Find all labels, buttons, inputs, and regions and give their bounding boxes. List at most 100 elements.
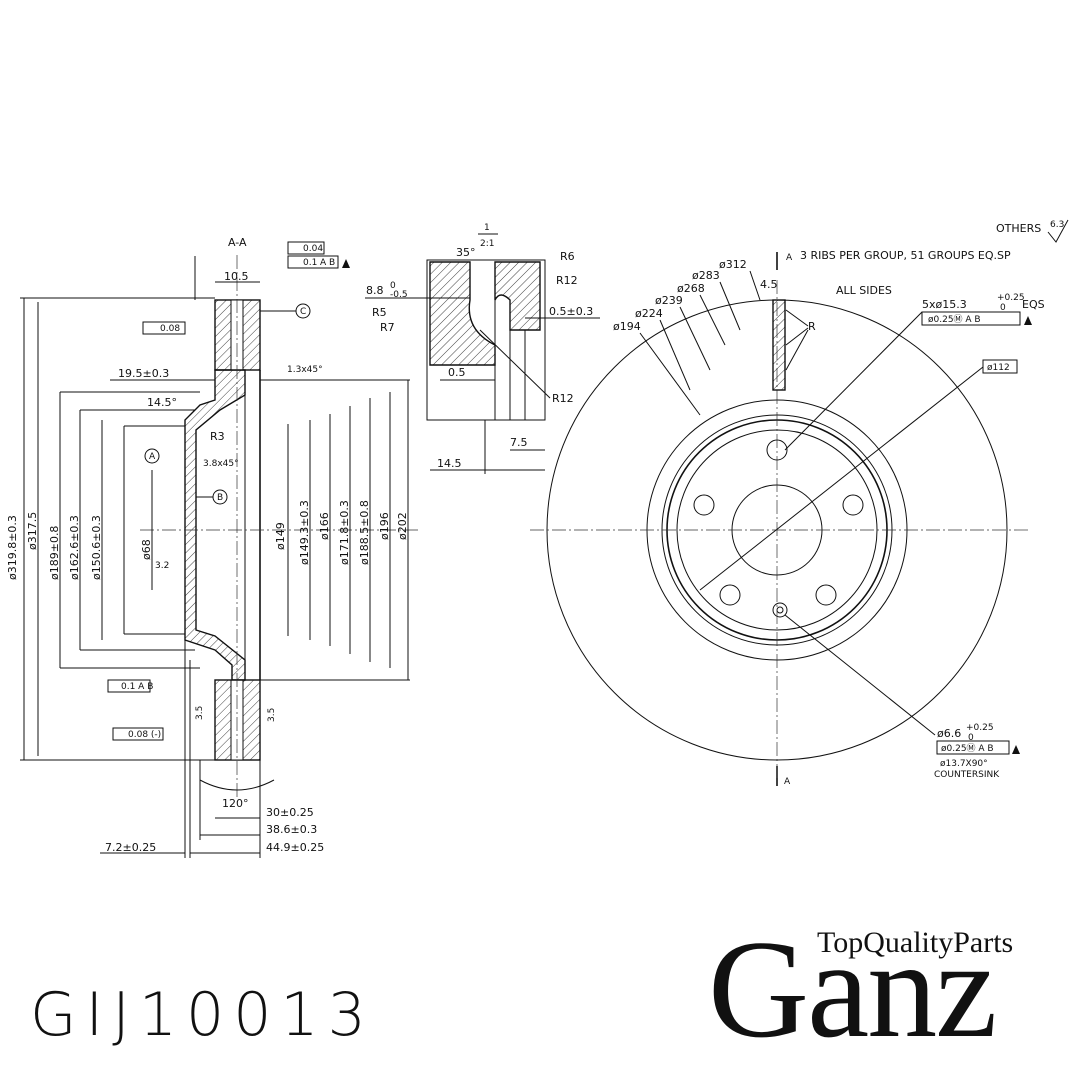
dim-d283: ø283	[692, 269, 720, 282]
dim-d194: ø194	[613, 320, 641, 333]
dim-d196: ø196	[378, 512, 391, 540]
hole6-tol-up: +0.25	[966, 723, 994, 733]
datum-a-circle	[144, 448, 160, 464]
detail-r12a: R12	[556, 274, 578, 287]
detail-r7: R7	[380, 321, 395, 334]
rib-radius-label: R	[808, 320, 816, 333]
dim-w72: 7.2±0.25	[105, 841, 156, 854]
bolt-hole-3	[815, 584, 837, 606]
locator-hole	[772, 602, 788, 618]
hat-section	[184, 369, 246, 681]
dim-v35b: 3.5	[267, 708, 277, 722]
dim-w30: 30±0.25	[266, 806, 314, 819]
rib-section	[772, 299, 786, 391]
d112-frame	[982, 359, 1018, 374]
dim-d312: ø312	[719, 258, 747, 271]
holes5-tol-dn: 0	[1000, 303, 1006, 313]
triangle-marker-icon	[1012, 745, 1020, 754]
dim-d239: ø239	[655, 294, 683, 307]
dim-v32: 3.2	[155, 561, 169, 571]
brand-logo: Ganz	[708, 912, 997, 1067]
section-view: A-A 0.04 0.1 A B 0.08 C ø319.8±0.3 ø31	[6, 236, 420, 858]
dim-chamfer1: 1.3x45°	[287, 365, 323, 375]
pos-tol-frame-1	[921, 311, 1021, 326]
flatness-bottom-value: 0.08 (-)	[128, 730, 161, 740]
section-title: A-A	[228, 236, 247, 249]
triangle-marker-icon	[1024, 316, 1032, 325]
section-marker-bottom: A	[784, 777, 791, 787]
pos-tol-frame-2	[936, 740, 1010, 755]
front-view: OTHERS 6.3 3 RIBS PER GROUP, 51 GROUPS E…	[530, 219, 1069, 787]
dim-d319: ø319.8±0.3	[6, 515, 19, 580]
dim-d68: ø68	[140, 539, 153, 560]
detail-d05a: 0.5±0.3	[549, 305, 593, 318]
dim-d45: 4.5	[760, 278, 778, 291]
others-value: 6.3	[1050, 220, 1064, 230]
dim-d150: ø150.6±0.3	[90, 515, 103, 580]
detail-d88: 8.8	[366, 284, 384, 297]
hole6-tol-dn: 0	[968, 733, 974, 743]
detail-tol88-dn: -0.5	[390, 290, 408, 300]
datum-b-label: B	[217, 493, 223, 503]
runout-frame-bottom	[107, 679, 151, 693]
runout-top-value: 0.1	[303, 258, 317, 268]
triangle-marker-icon	[342, 259, 350, 268]
dim-d317: ø317.5	[26, 512, 39, 550]
detail-d05b: 0.5	[448, 366, 466, 379]
dim-w386: 38.6±0.3	[266, 823, 317, 836]
detail-r5: R5	[372, 306, 387, 319]
holes5-suffix: EQS	[1022, 298, 1045, 311]
bolt-hole-2	[842, 494, 864, 516]
dim-d112: ø112	[987, 363, 1010, 373]
dim-d202: ø202	[396, 512, 409, 540]
dim-d166: ø166	[318, 512, 331, 540]
dim-offset: 19.5±0.3	[118, 367, 169, 380]
dim-v35a: 3.5	[195, 706, 205, 720]
dim-w449: 44.9±0.25	[266, 841, 324, 854]
dim-width-top: 10.5	[224, 270, 249, 283]
holes5-callout: 5xø15.3	[922, 298, 967, 311]
countersink-label: COUNTERSINK	[934, 770, 1000, 780]
flatness-frame-bottom	[112, 727, 164, 741]
detail-tol88-up: 0	[390, 281, 396, 291]
detail-r6: R6	[560, 250, 575, 263]
bolt-hole-5	[693, 494, 715, 516]
section-marker-top: A	[786, 253, 793, 263]
countersink-dim: ø13.7X90°	[940, 759, 988, 769]
detail-frame	[426, 259, 546, 421]
parallel-frame	[142, 321, 186, 335]
dim-d171: ø171.8±0.3	[338, 500, 351, 565]
detail-d145: 14.5	[437, 457, 462, 470]
runout-bottom-value: 0.1 A B	[121, 682, 153, 692]
hole6-callout: ø6.6	[937, 727, 961, 740]
dim-angle120: 120°	[222, 797, 249, 810]
runout-frame-top	[287, 255, 339, 269]
dim-d162: ø162.6±0.3	[68, 515, 81, 580]
detail-angle: 35°	[456, 246, 476, 259]
detail-scale-bottom: 2:1	[480, 239, 494, 249]
dim-d149a: ø149	[274, 522, 287, 550]
dim-angle: 14.5°	[147, 396, 177, 409]
detail-hatch-right	[494, 261, 541, 331]
brand-tagline: TopQualityParts	[817, 926, 1014, 959]
detail-view: 1 2:1 35° R6 R12 8.8 0 -0.5 R5 R7 0.5±0.…	[365, 223, 600, 474]
dim-d268: ø268	[677, 282, 705, 295]
detail-r12b: R12	[552, 392, 574, 405]
dim-d188: ø188.5±0.8	[358, 500, 371, 565]
pos-tol-2: ø0.25Ⓜ A B	[941, 743, 994, 754]
dim-d149b: ø149.3±0.3	[298, 500, 311, 565]
part-number: GIJ10013	[30, 980, 375, 1050]
datum-c-label: C	[300, 307, 306, 317]
bolt-hole-4	[719, 584, 741, 606]
runout-top-datum: A B	[320, 258, 335, 268]
all-sides-note: ALL SIDES	[836, 284, 892, 297]
datum-a-label: A	[149, 452, 156, 462]
dim-d224: ø224	[635, 307, 663, 320]
flatness-frame	[287, 241, 325, 255]
parallel-value: 0.08	[160, 324, 180, 334]
holes5-tol-up: +0.25	[997, 293, 1025, 303]
pos-tol-1: ø0.25Ⓜ A B	[928, 314, 981, 325]
flatness-value: 0.04	[303, 244, 323, 254]
dim-r3: R3	[210, 430, 225, 443]
